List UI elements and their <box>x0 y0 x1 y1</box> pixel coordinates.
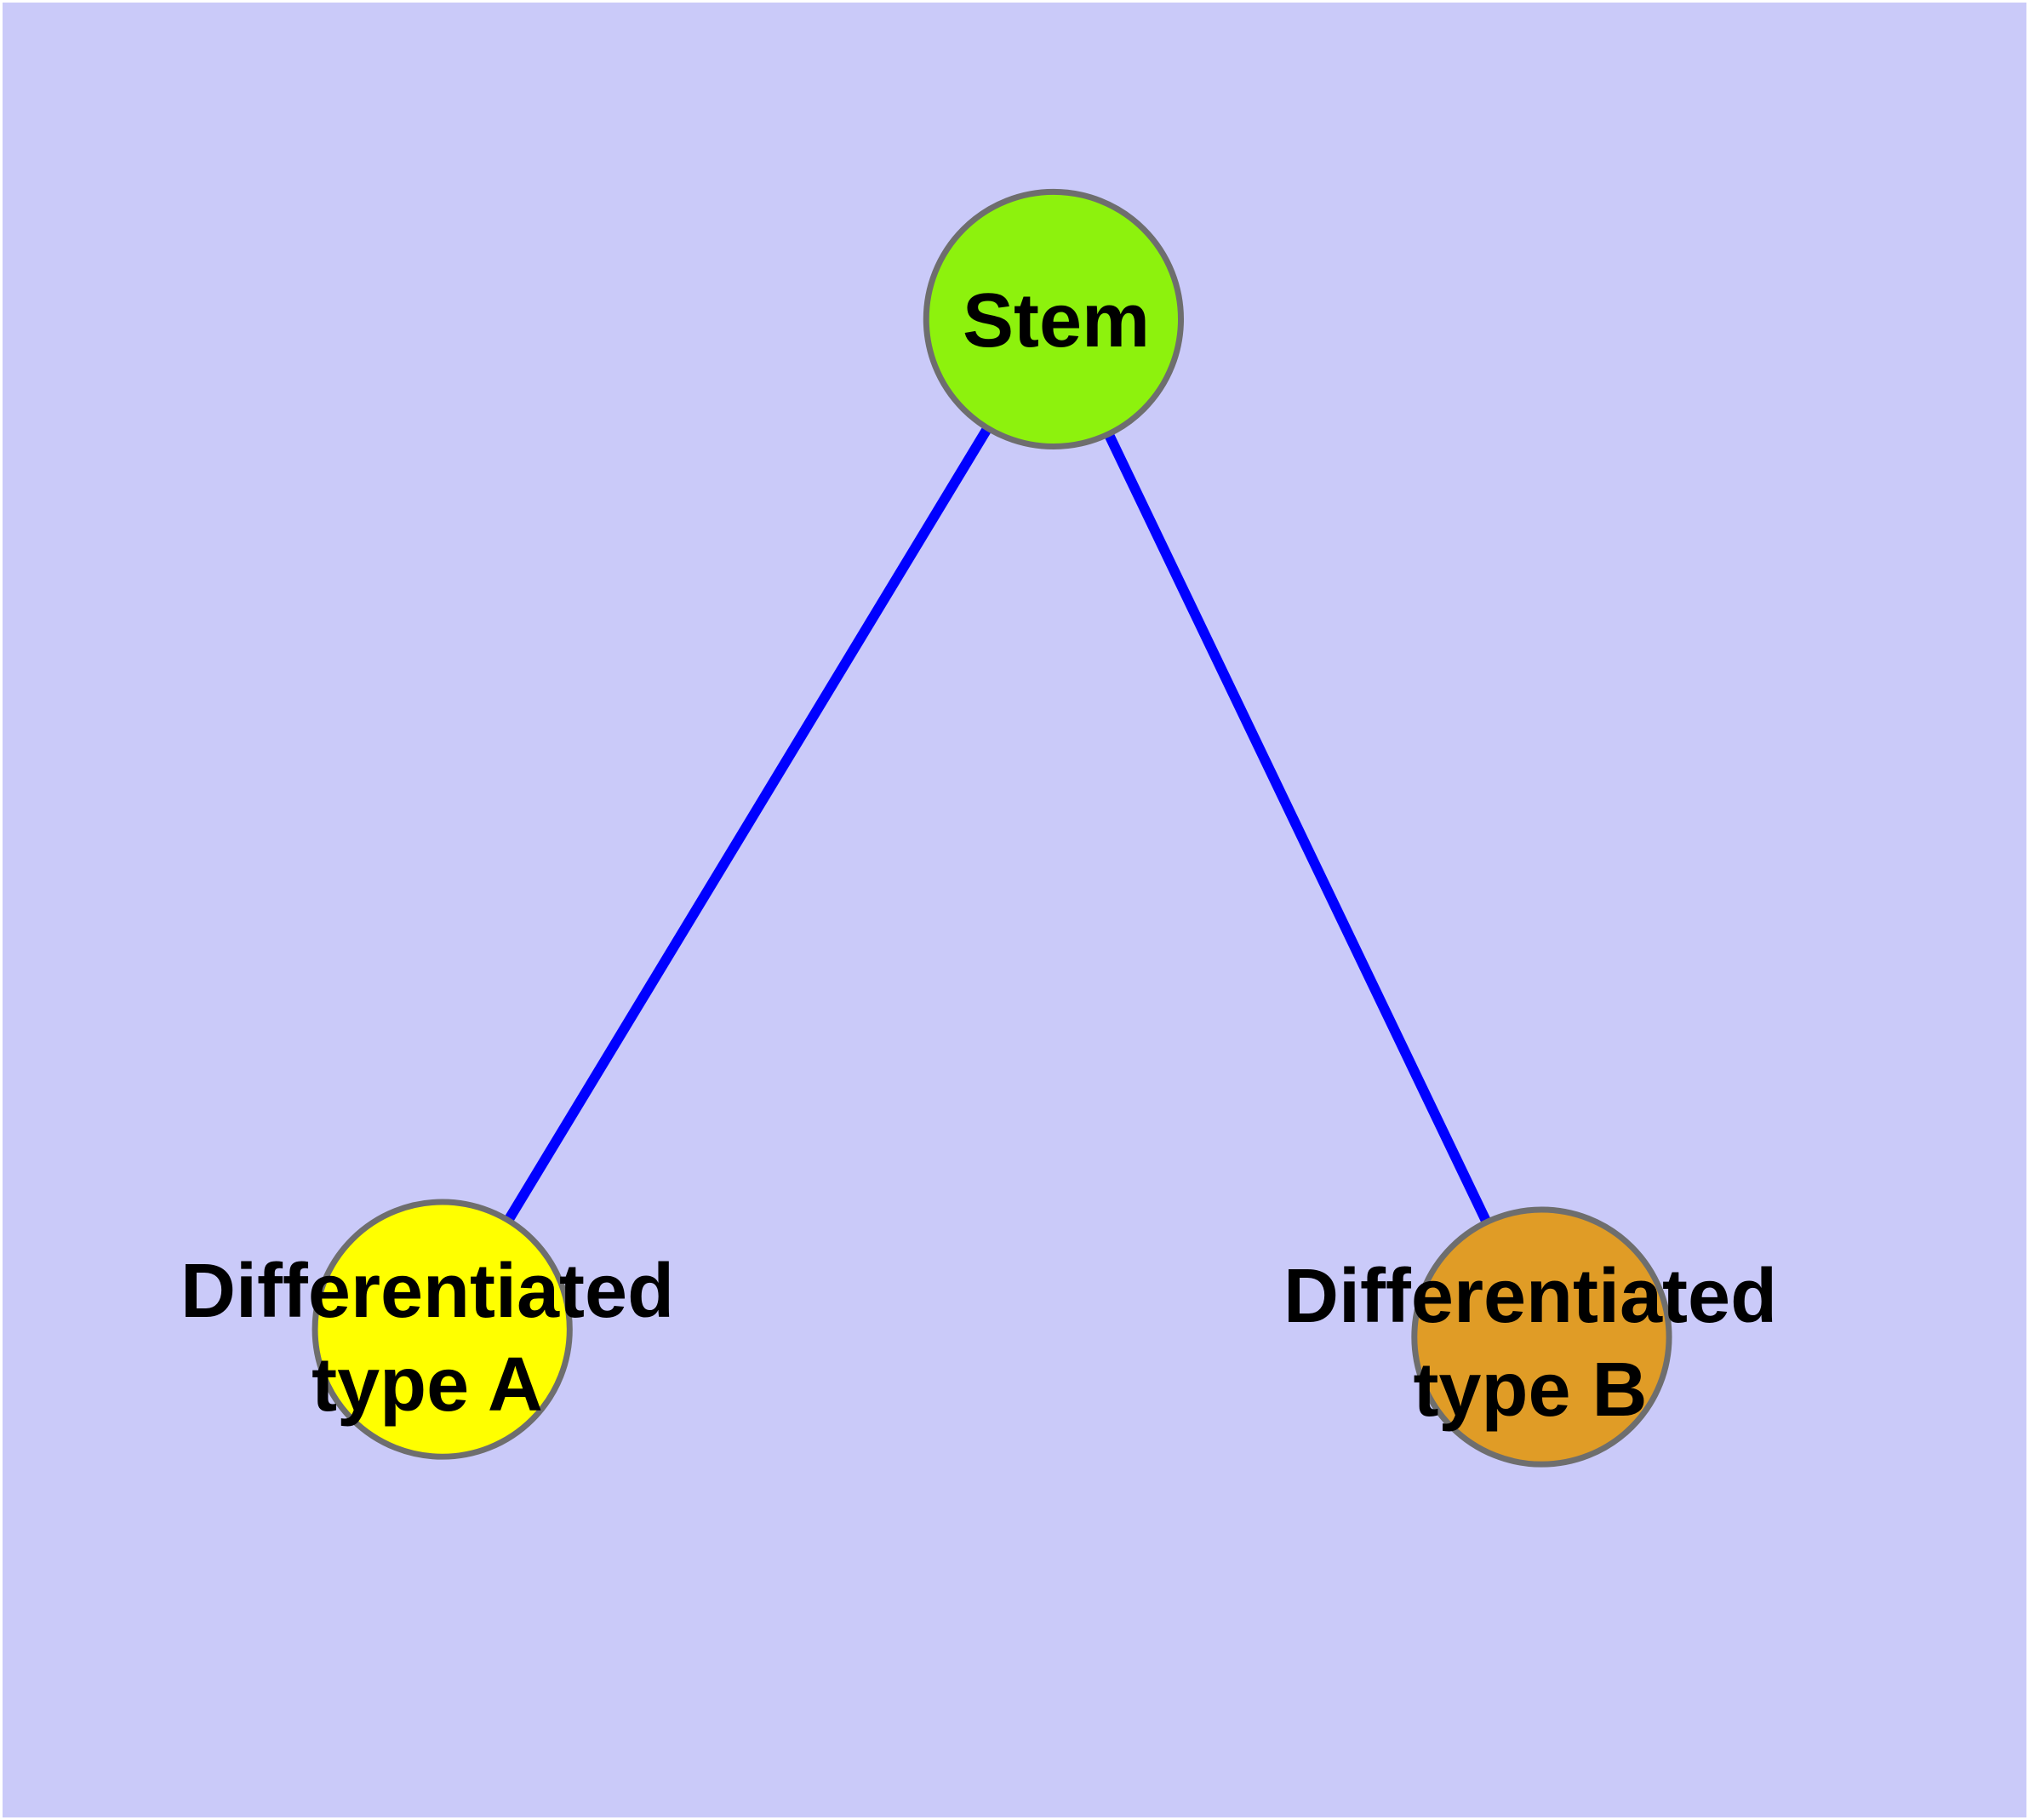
graph-svg <box>311 188 1672 1468</box>
edges-layer <box>437 316 1546 1340</box>
nodes-layer <box>311 188 1672 1468</box>
node-stem-circle <box>923 188 1184 450</box>
node-differentiated-type-b-circle <box>1411 1206 1672 1468</box>
edge-stem-to-differentiated-type-a <box>437 316 1059 1332</box>
edge-stem-to-differentiated-type-b <box>1049 317 1546 1340</box>
node-differentiated-type-a-circle <box>311 1199 573 1460</box>
